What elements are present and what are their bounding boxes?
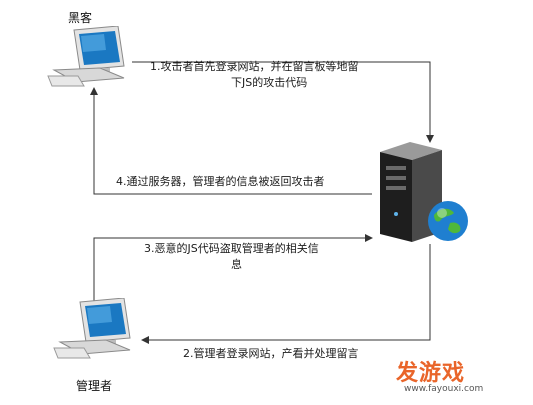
arrow-step-1 — [132, 61, 434, 143]
step-2-label: 2.管理者登录网站，产看并处理留言 — [183, 347, 359, 360]
step-1-label: 1.攻击者首先登录网站，并在留言板等地留 — [150, 60, 359, 73]
arrow-step-4 — [90, 87, 372, 195]
hacker-computer — [44, 25, 136, 92]
hacker-label: 黑客 — [68, 11, 93, 25]
computer-icon — [47, 25, 125, 87]
computer-icon — [53, 297, 131, 359]
arrow-step-3 — [93, 234, 373, 305]
step-1-label-cont: 下JS的攻击代码 — [231, 76, 308, 89]
watermark-url: www.fayouxi.com — [404, 384, 484, 394]
step-4-label: 4.通过服务器，管理者的信息被返回攻击者 — [116, 175, 325, 188]
watermark-brand: 发游戏 — [396, 361, 466, 386]
step-3-label-cont: 息 — [231, 258, 242, 271]
watermark: 发游戏 www.fayouxi.com — [392, 353, 528, 399]
globe-icon — [428, 201, 468, 241]
step-3-label: 3.恶意的JS代码盗取管理者的相关信 — [144, 242, 319, 255]
globe — [426, 199, 470, 247]
arrow-step-2 — [141, 244, 431, 344]
admin-label: 管理者 — [76, 379, 113, 393]
admin-computer — [50, 297, 142, 364]
